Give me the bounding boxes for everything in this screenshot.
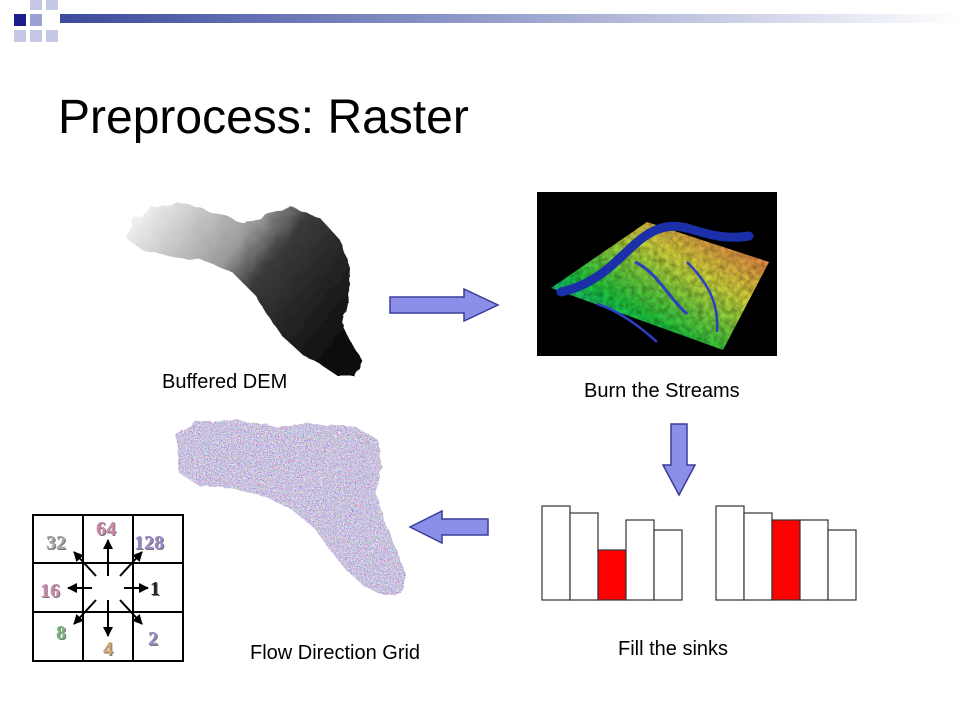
code-64: 64 [96,518,116,540]
header-bar [14,0,960,42]
filled-bar [827,529,857,601]
caption-burn-streams: Burn the Streams [584,380,740,402]
sink-bar [569,512,599,601]
caption-flow-direction: Flow Direction Grid [250,642,421,664]
caption-buffered-dem: Buffered DEM [162,371,288,393]
flow-direction-code-grid [32,514,184,662]
arrow-se [119,599,143,625]
slide-title: Preprocess: Raster [58,91,469,144]
code-8: 8 [56,622,66,644]
code-16: 16 [40,580,60,602]
filled-bar [743,512,773,601]
code-32: 32 [46,532,66,554]
sink-bar [653,529,683,601]
flow-grid-labels: 64 128 1 2 4 8 16 32 [32,514,184,662]
block-arrow-icon [389,288,500,322]
code-128: 128 [134,532,164,554]
arrow-sw [73,599,97,625]
filled-bar [715,505,745,601]
sink-bar [625,519,655,601]
code-4: 4 [103,638,113,660]
arrow-nw [73,551,97,577]
burn-streams-image [537,192,777,356]
filled-bar [799,519,829,601]
sink-bar [541,505,571,601]
block-arrow-icon [408,510,489,544]
arrow-ne [119,551,143,577]
fill-sinks-diagram [541,505,857,601]
block-arrow-icon [662,423,696,497]
buffered-dem-image [126,204,362,376]
flow-direction-image [176,420,406,596]
caption-fill-sinks: Fill the sinks [618,638,729,660]
sink-bar-low [597,549,627,601]
code-1: 1 [150,578,160,600]
filled-bar-sink [771,519,801,601]
code-2: 2 [148,628,158,650]
